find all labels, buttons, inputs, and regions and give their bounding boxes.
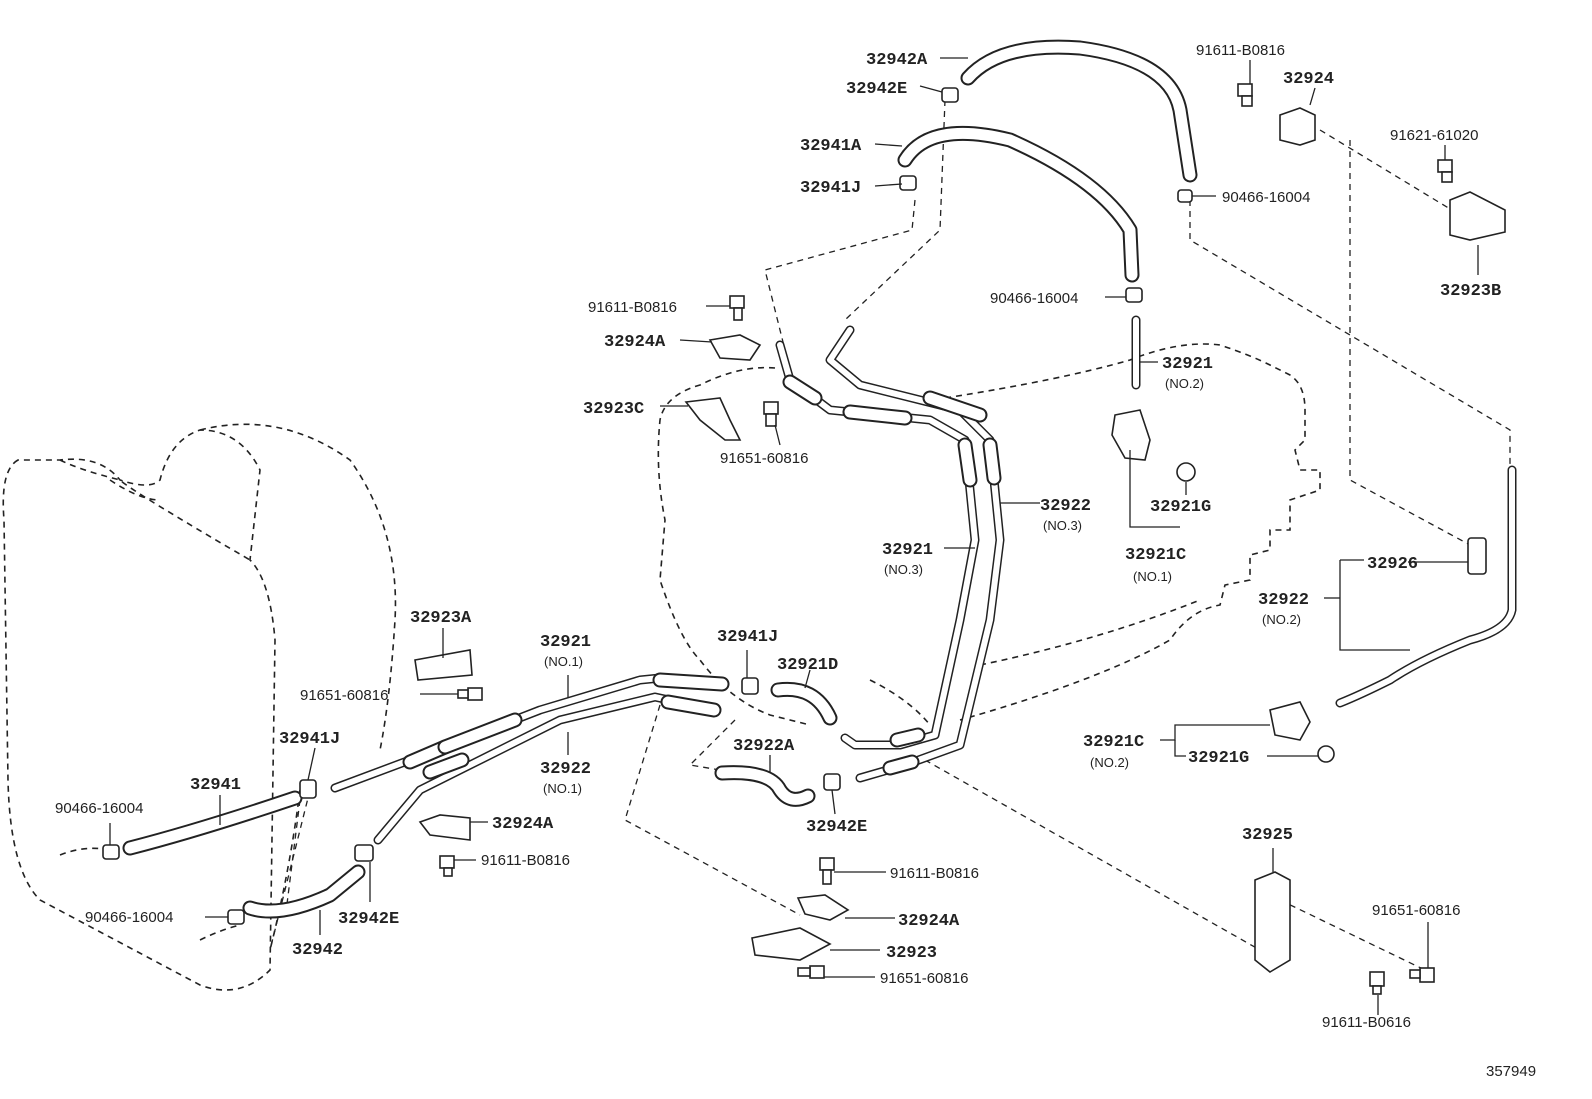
callout-32922: 32922 bbox=[1040, 497, 1091, 516]
callout-32921G: 32921G bbox=[1188, 749, 1249, 768]
callout-32941A: 32941A bbox=[800, 137, 862, 156]
callout-32941J: 32941J bbox=[800, 179, 861, 198]
bracket-icon bbox=[1279, 107, 1316, 146]
callout-32922: 32922 bbox=[1258, 591, 1309, 610]
small-parts bbox=[102, 83, 1506, 995]
callout-32941: 32941 bbox=[190, 776, 241, 795]
bolt-icon bbox=[457, 687, 483, 701]
clamp-icon bbox=[354, 844, 374, 862]
callout-91621-61020: 91621-61020 bbox=[1390, 127, 1478, 144]
clamp-icon bbox=[227, 909, 245, 925]
callout-91651-60816: 91651-60816 bbox=[300, 687, 388, 704]
bracket-icon bbox=[1254, 871, 1291, 973]
clamp-icon bbox=[1177, 189, 1193, 203]
callout-32924A: 32924A bbox=[898, 912, 960, 931]
callout-90466-16004: 90466-16004 bbox=[55, 800, 143, 817]
callout-32925: 32925 bbox=[1242, 826, 1293, 845]
callout-91651-60816: 91651-60816 bbox=[1372, 902, 1460, 919]
clamp-icon bbox=[741, 677, 759, 695]
bracket-icon bbox=[414, 649, 473, 681]
callout-32921C: 32921C bbox=[1083, 733, 1144, 752]
bolt-icon bbox=[1409, 967, 1435, 983]
bracket-icon bbox=[751, 927, 832, 961]
callout-no3: (NO.3) bbox=[1043, 518, 1082, 533]
callout-32921C: 32921C bbox=[1125, 546, 1186, 565]
callout-32923C: 32923C bbox=[583, 400, 644, 419]
callout-no1: (NO.1) bbox=[544, 654, 583, 669]
solid-leaders bbox=[109, 57, 1479, 1015]
bolt-icon bbox=[819, 857, 835, 885]
callout-91611-B0816: 91611-B0816 bbox=[481, 852, 570, 869]
callout-90466-16004: 90466-16004 bbox=[85, 909, 173, 926]
callout-91651-60816: 91651-60816 bbox=[720, 450, 808, 467]
callout-no2: (NO.2) bbox=[1262, 612, 1301, 627]
bracket-icon bbox=[708, 334, 762, 361]
callout-90466-16004: 90466-16004 bbox=[1222, 189, 1310, 206]
clamp-icon bbox=[941, 87, 959, 103]
callout-32942: 32942 bbox=[292, 941, 343, 960]
callout-no2: (NO.2) bbox=[1090, 755, 1129, 770]
callout-labels: 32942A 32942E 32941A 32941J 91611-B0816 … bbox=[55, 42, 1536, 1080]
callout-91611-B0816: 91611-B0816 bbox=[890, 865, 979, 882]
clamp-icon bbox=[823, 773, 841, 791]
callout-no1: (NO.1) bbox=[543, 781, 582, 796]
callout-32923A: 32923A bbox=[410, 609, 472, 628]
callout-no1: (NO.1) bbox=[1133, 569, 1172, 584]
callout-91611-B0816: 91611-B0816 bbox=[1196, 42, 1285, 59]
callout-32921D: 32921D bbox=[777, 656, 838, 675]
callout-32924: 32924 bbox=[1283, 70, 1334, 89]
bracket-icon bbox=[796, 894, 850, 921]
sleeve-icon bbox=[1467, 537, 1487, 575]
radiator-outline bbox=[2, 423, 397, 991]
gasket-icon bbox=[1176, 462, 1196, 482]
bolt-icon bbox=[1369, 971, 1385, 995]
bolt-icon bbox=[797, 965, 825, 979]
callout-32924A: 32924A bbox=[492, 815, 554, 834]
callout-32922A: 32922A bbox=[733, 737, 795, 756]
bolt-icon bbox=[1237, 83, 1253, 107]
callout-91611-B0816: 91611-B0816 bbox=[588, 299, 677, 316]
callout-32942A: 32942A bbox=[866, 51, 928, 70]
clamp-icon bbox=[299, 779, 317, 799]
union-fitting-icon bbox=[1269, 701, 1311, 741]
clamp-icon bbox=[899, 175, 917, 191]
bracket-icon bbox=[684, 397, 742, 441]
dashed-leaders bbox=[269, 99, 1511, 971]
callout-32926: 32926 bbox=[1367, 555, 1418, 574]
bolt-icon bbox=[729, 295, 745, 321]
callout-32942E: 32942E bbox=[846, 80, 907, 99]
callout-32924A: 32924A bbox=[604, 333, 666, 352]
clamp-icon bbox=[1125, 287, 1143, 303]
callout-32921G: 32921G bbox=[1150, 498, 1211, 517]
callout-91651-60816: 91651-60816 bbox=[880, 970, 968, 987]
callout-32941J: 32941J bbox=[717, 628, 778, 647]
bracket-icon bbox=[418, 814, 471, 841]
bracket-icon bbox=[1449, 191, 1506, 241]
gasket-icon bbox=[1317, 745, 1335, 763]
union-fitting-icon bbox=[1111, 409, 1151, 461]
callout-no2: (NO.2) bbox=[1165, 376, 1204, 391]
pipes bbox=[122, 39, 1517, 919]
callout-32941J: 32941J bbox=[279, 730, 340, 749]
callout-no3: (NO.3) bbox=[884, 562, 923, 577]
callout-91611-B0616: 91611-B0616 bbox=[1322, 1014, 1411, 1031]
bolt-icon bbox=[439, 855, 455, 877]
callout-32921: 32921 bbox=[540, 633, 591, 652]
bolt-icon bbox=[1437, 159, 1453, 183]
transmission-outline bbox=[657, 343, 1321, 726]
callout-90466-16004: 90466-16004 bbox=[990, 290, 1078, 307]
callout-32921: 32921 bbox=[1162, 355, 1213, 374]
callout-32923: 32923 bbox=[886, 944, 937, 963]
clamp-icon bbox=[102, 844, 120, 860]
callout-32923B: 32923B bbox=[1440, 282, 1501, 301]
diagram-id: 357949 bbox=[1486, 1063, 1536, 1080]
callout-32922: 32922 bbox=[540, 760, 591, 779]
callout-32942E: 32942E bbox=[806, 818, 867, 837]
bolt-icon bbox=[763, 401, 779, 427]
callout-32921: 32921 bbox=[882, 541, 933, 560]
callout-32942E: 32942E bbox=[338, 910, 399, 929]
